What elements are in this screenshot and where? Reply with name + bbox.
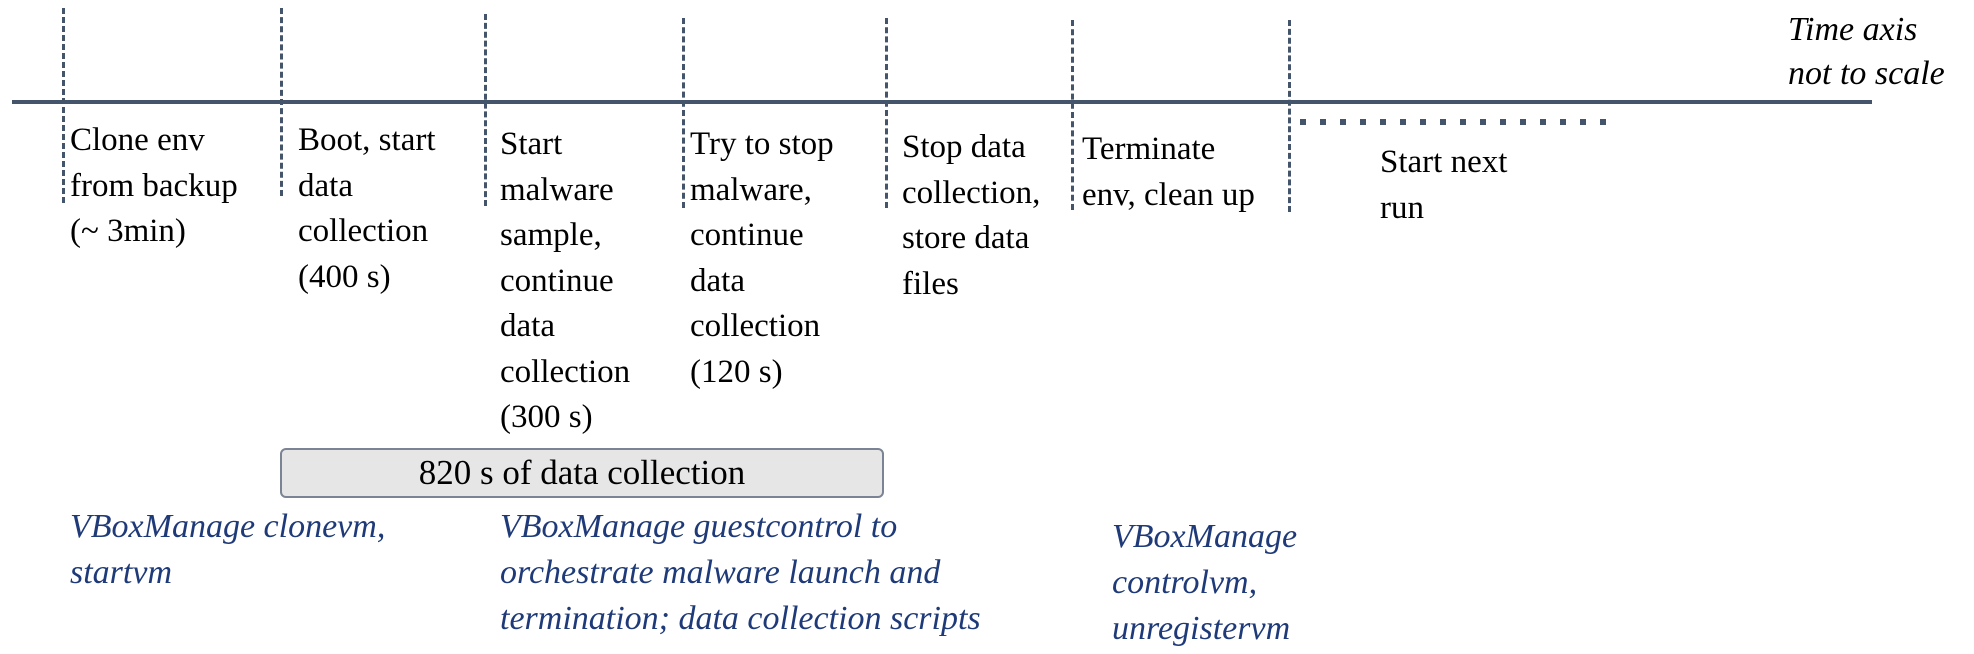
phase-divider (62, 8, 65, 203)
note-clonevm: VBoxManage clonevm, startvm (70, 508, 386, 591)
step-stop-malware: Try to stop malware, continue data colle… (690, 126, 834, 390)
phase-divider (682, 18, 685, 208)
axis-scale-note: Time axis not to scale (1788, 11, 1945, 92)
phase-divider (1288, 20, 1291, 212)
step-clone-env: Clone env from backup (~ 3min) (70, 122, 238, 249)
data-collection-span-bar: 820 s of data collection (280, 448, 884, 498)
step-start-malware: Start malware sample, continue data coll… (500, 126, 631, 435)
phase-divider (885, 18, 888, 208)
timeline-axis (12, 100, 1872, 104)
phase-divider (1071, 20, 1074, 210)
span-bar-label: 820 s of data collection (418, 453, 746, 492)
step-next-run: Start next run (1380, 144, 1508, 226)
phase-divider (484, 14, 487, 206)
phase-divider (280, 8, 283, 196)
note-controlvm: VBoxManage controlvm, unregistervm (1112, 518, 1298, 647)
note-guestcontrol: VBoxManage guestcontrol to orchestrate m… (500, 508, 981, 637)
step-terminate: Terminate env, clean up (1082, 131, 1255, 213)
step-stop-collection: Stop data collection, store data files (902, 129, 1041, 302)
step-boot: Boot, start data collection (400 s) (298, 122, 436, 295)
